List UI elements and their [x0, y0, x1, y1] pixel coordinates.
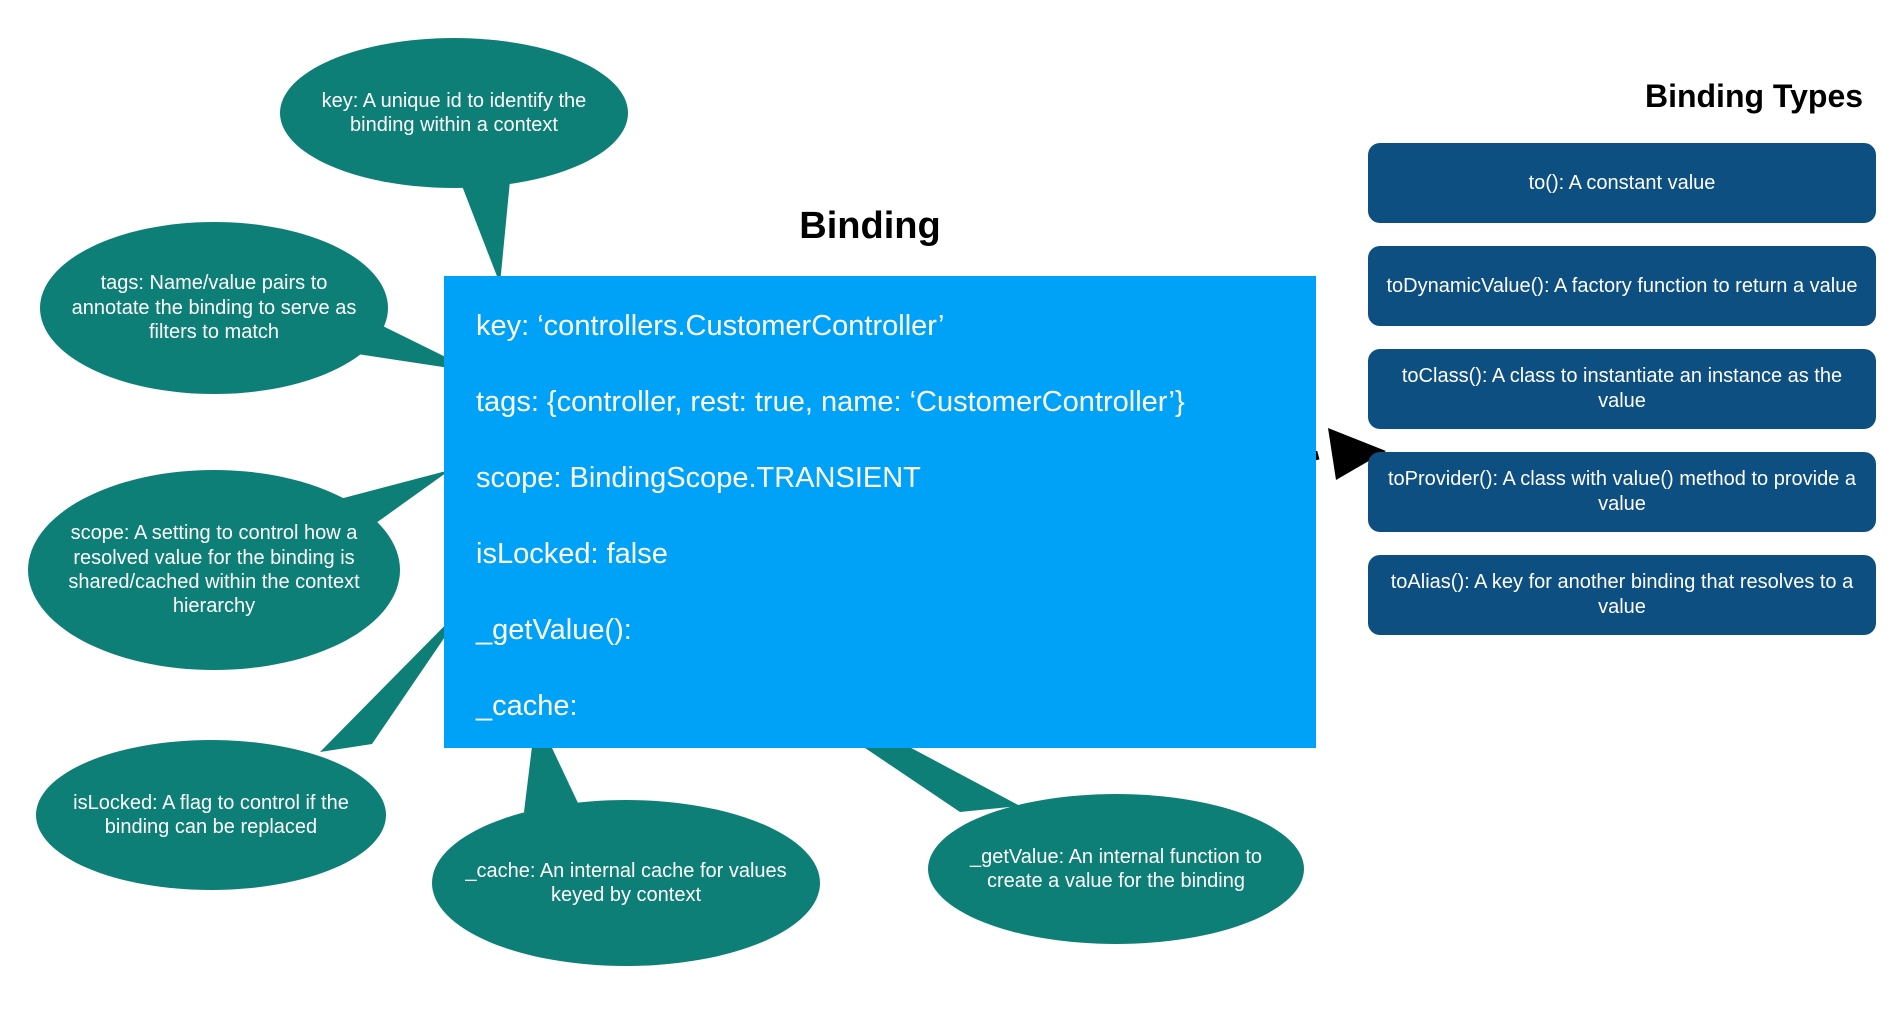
binding-field-cache: _cache:	[476, 690, 578, 722]
binding-type-todynamicvalue[interactable]: toDynamicValue(): A factory function to …	[1368, 246, 1876, 326]
binding-type-toprovider-label: toProvider(): A class with value() metho…	[1388, 468, 1856, 515]
callout-cache-text: _cache: An internal cache for values key…	[465, 859, 787, 906]
callout-islocked-text: isLocked: A flag to control if the bindi…	[73, 791, 349, 838]
callout-cache[interactable]: _cache: An internal cache for values key…	[432, 800, 820, 966]
binding-field-tags: tags: {controller, rest: true, name: ‘Cu…	[476, 386, 1185, 418]
binding-title: Binding	[799, 205, 941, 247]
callout-tags[interactable]: tags: Name/value pairs to annotate the b…	[40, 222, 388, 394]
callout-islocked[interactable]: isLocked: A flag to control if the bindi…	[36, 740, 386, 890]
binding-field-getvalue: _getValue():	[476, 614, 632, 646]
binding-box[interactable]: key: ‘controllers.CustomerController’ ta…	[444, 276, 1316, 748]
binding-type-toclass-label: toClass(): A class to instantiate an ins…	[1401, 365, 1843, 412]
callout-scope-text: scope: A setting to control how a resolv…	[68, 522, 360, 618]
binding-type-todynamicvalue-label: toDynamicValue(): A factory function to …	[1386, 274, 1858, 297]
callout-scope[interactable]: scope: A setting to control how a resolv…	[28, 470, 400, 670]
callout-key[interactable]: key: A unique id to identify the binding…	[280, 38, 628, 188]
binding-type-to-label: to(): A constant value	[1528, 171, 1716, 194]
binding-type-toclass[interactable]: toClass(): A class to instantiate an ins…	[1368, 349, 1876, 429]
binding-field-scope: scope: BindingScope.TRANSIENT	[476, 462, 921, 494]
binding-type-to[interactable]: to(): A constant value	[1368, 143, 1876, 223]
callout-getvalue-text: _getValue: An internal function to creat…	[969, 845, 1263, 892]
binding-type-toalias-label: toAlias(): A key for another binding tha…	[1390, 571, 1854, 618]
binding-types-list: to(): A constant value toDynamicValue():…	[1368, 143, 1876, 658]
binding-type-toalias[interactable]: toAlias(): A key for another binding tha…	[1368, 555, 1876, 635]
binding-field-islocked: isLocked: false	[476, 538, 668, 570]
callout-tags-text: tags: Name/value pairs to annotate the b…	[71, 272, 357, 344]
binding-type-toprovider[interactable]: toProvider(): A class with value() metho…	[1368, 452, 1876, 532]
binding-types-title: Binding Types	[1644, 78, 1864, 114]
callout-getvalue[interactable]: _getValue: An internal function to creat…	[928, 794, 1304, 944]
binding-field-key: key: ‘controllers.CustomerController’	[476, 310, 945, 342]
callout-key-text: key: A unique id to identify the binding…	[321, 89, 587, 136]
